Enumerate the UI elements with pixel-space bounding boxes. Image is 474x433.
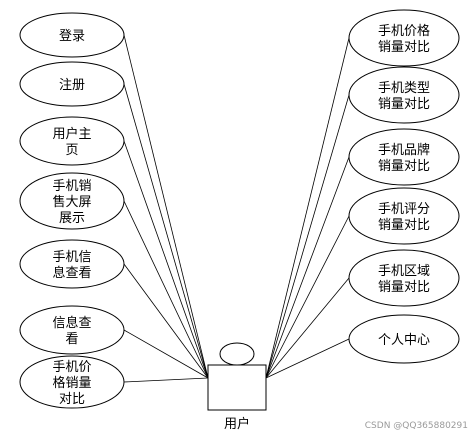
use-case-label: 注册 bbox=[59, 78, 85, 93]
use-case-label: 展示 bbox=[59, 211, 85, 226]
use-case-label: 手机销 bbox=[52, 179, 91, 194]
use-case-label: 手机评分 bbox=[378, 202, 430, 217]
actor-head bbox=[219, 342, 255, 366]
use-case-ellipse bbox=[19, 116, 125, 166]
use-case-label: 登录 bbox=[59, 29, 85, 44]
use-case-ellipse bbox=[348, 314, 460, 364]
use-case-label: 手机信 bbox=[52, 250, 91, 265]
association-line-personal-center bbox=[265, 338, 350, 379]
use-case-ellipse bbox=[19, 61, 125, 107]
association-line-phone-info-view bbox=[123, 263, 209, 379]
use-case-label: 对比 bbox=[59, 392, 85, 407]
association-line-phone-price-sales-compare bbox=[265, 37, 350, 379]
use-case-personal-center: 个人中心 bbox=[348, 314, 460, 364]
use-case-ellipse bbox=[348, 128, 460, 186]
use-case-label: 个人中心 bbox=[378, 333, 430, 348]
use-case-label: 销量对比 bbox=[378, 280, 430, 295]
use-case-ellipse bbox=[19, 305, 125, 355]
use-case-label: 看 bbox=[65, 331, 78, 347]
association-line-phone-type-sales-compare bbox=[265, 94, 350, 379]
use-case-ellipse bbox=[348, 187, 460, 245]
use-case-label: 销量对比 bbox=[378, 97, 430, 112]
association-line-phone-region-sales-compare bbox=[265, 277, 350, 379]
use-case-label: 手机价 bbox=[52, 360, 91, 375]
use-case-label: 销量对比 bbox=[378, 218, 430, 233]
use-case-login: 登录 bbox=[19, 12, 125, 58]
association-line-phone-rating-sales-compare bbox=[265, 215, 350, 379]
use-case-label: 手机类型 bbox=[378, 81, 430, 96]
use-cases: 登录注册用户主页手机销售大屏展示手机信息查看信息查看手机价格销量对比手机价格销量… bbox=[19, 9, 460, 409]
use-case-label: 用户主 bbox=[52, 126, 91, 142]
use-case-label: 页 bbox=[65, 143, 78, 158]
association-line-phone-brand-sales-compare bbox=[265, 156, 350, 379]
association-line-info-view bbox=[123, 329, 209, 379]
use-case-label: 手机价格 bbox=[378, 23, 430, 39]
use-case-ellipse bbox=[19, 239, 125, 289]
use-case-ellipse bbox=[19, 355, 125, 409]
association-lines bbox=[123, 34, 350, 383]
use-case-ellipse bbox=[348, 9, 460, 67]
actor-label: 用户 bbox=[224, 416, 250, 432]
association-line-phone-price-sales-compare-left bbox=[123, 377, 209, 383]
use-case-label: 售大屏 bbox=[52, 194, 91, 210]
watermark: CSDN @QQ365880291 bbox=[365, 421, 468, 431]
association-line-user-home bbox=[123, 140, 209, 379]
use-case-ellipse bbox=[348, 249, 460, 307]
use-case-ellipse bbox=[348, 66, 460, 124]
use-case-label: 手机区域 bbox=[378, 264, 430, 279]
association-line-register bbox=[123, 83, 209, 379]
use-case-ellipse bbox=[19, 12, 125, 58]
association-line-login bbox=[123, 34, 209, 379]
use-case-label: 格销量 bbox=[52, 375, 91, 391]
use-case-label: 信息查 bbox=[52, 315, 91, 331]
use-case-label: 销量对比 bbox=[378, 40, 430, 55]
use-case-ellipse bbox=[19, 172, 125, 230]
use-case-register: 注册 bbox=[19, 61, 125, 107]
association-line-phone-sales-big-screen bbox=[123, 200, 209, 379]
actor-body bbox=[207, 364, 267, 411]
use-case-label: 手机品牌 bbox=[378, 142, 430, 158]
use-case-label: 息查看 bbox=[52, 265, 91, 281]
use-case-label: 销量对比 bbox=[378, 159, 430, 174]
actor-user: 用户 bbox=[207, 342, 267, 432]
